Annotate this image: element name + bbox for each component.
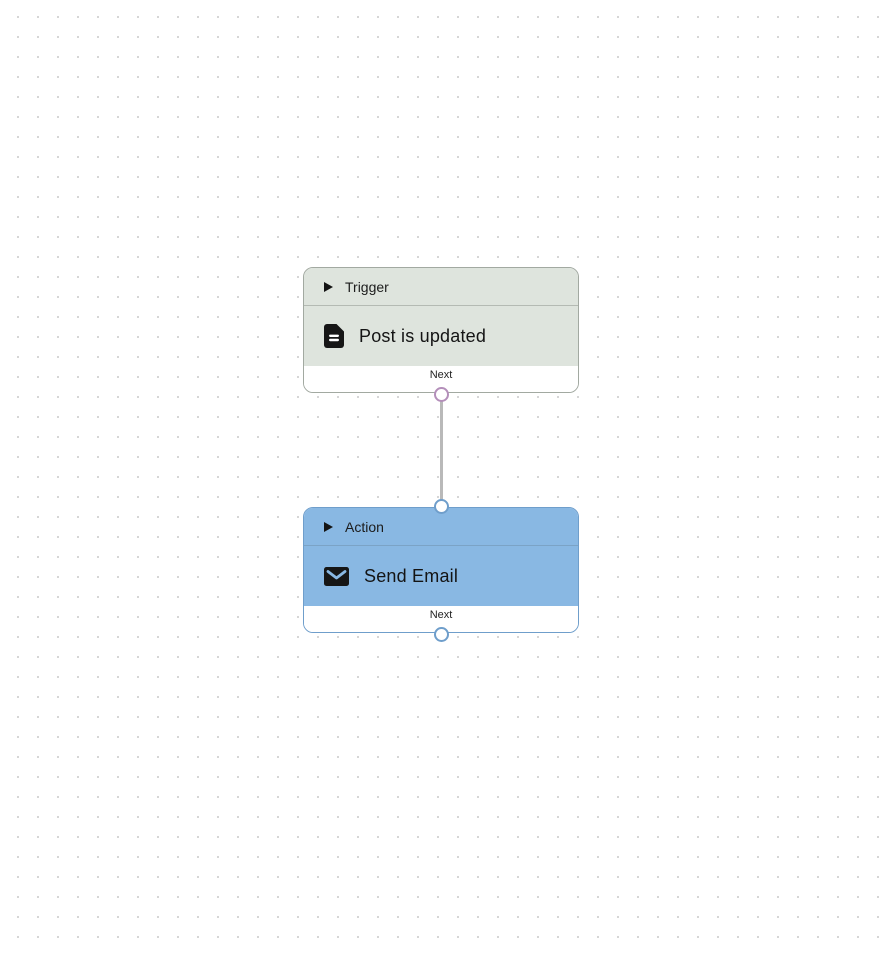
document-icon — [324, 324, 344, 348]
mail-icon — [324, 566, 349, 586]
next-label: Next — [429, 609, 453, 621]
node-title: Send Email — [364, 565, 459, 586]
node-type-label: Trigger — [345, 278, 389, 295]
disclosure-triangle-icon[interactable] — [324, 521, 333, 532]
action-node-header[interactable]: Action — [304, 508, 578, 546]
node-type-label: Action — [345, 518, 384, 535]
trigger-output-port[interactable] — [433, 386, 449, 402]
trigger-node-body[interactable]: Post is updated — [304, 306, 578, 366]
action-node-body[interactable]: Send Email — [304, 546, 578, 606]
action-input-port[interactable] — [433, 498, 449, 514]
edge-trigger-to-action[interactable] — [439, 394, 443, 506]
trigger-node[interactable]: Trigger Post is updated Next — [303, 267, 579, 393]
node-title: Post is updated — [359, 325, 487, 346]
action-node[interactable]: Action Send Email Next — [303, 507, 579, 633]
action-output-port[interactable] — [433, 626, 449, 642]
disclosure-triangle-icon[interactable] — [324, 281, 333, 292]
next-label: Next — [429, 369, 453, 381]
trigger-node-header[interactable]: Trigger — [304, 268, 578, 306]
